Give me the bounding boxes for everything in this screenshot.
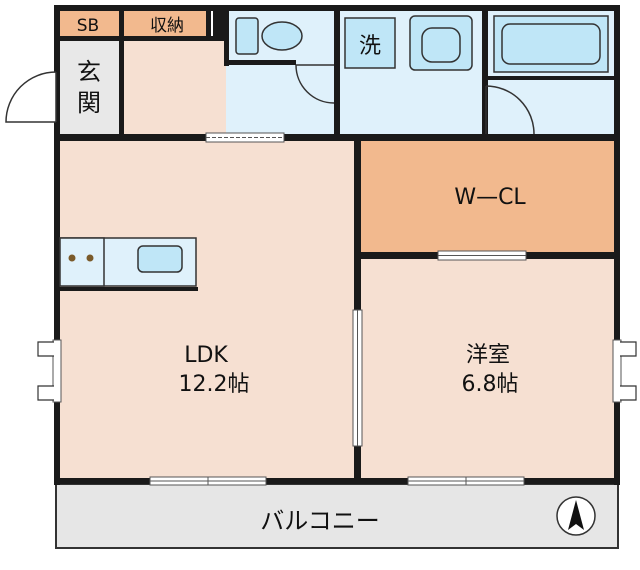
western-room-name-label: 洋室 — [466, 343, 510, 368]
walk-in-closet-label: W—CL — [454, 185, 526, 210]
western-room-size-label: 6.8帖 — [462, 372, 519, 397]
washer-space — [344, 17, 396, 69]
sb-floor — [58, 10, 120, 40]
ldk-size-label: 12.2帖 — [179, 372, 250, 397]
washbasin-icon — [409, 15, 473, 71]
storage-label: 収納 — [150, 16, 184, 36]
bathtub-icon — [493, 15, 609, 73]
entrance-floor — [58, 40, 120, 136]
washroom-label: 洗 — [359, 34, 381, 59]
north-arrow-icon — [556, 496, 596, 536]
sb-label: SB — [77, 16, 99, 36]
western-room-floor — [360, 258, 615, 480]
side-window-marks — [37, 341, 637, 401]
entrance-label-line2: 関 — [77, 89, 101, 117]
walk-in-closet-floor — [360, 138, 615, 254]
toilet-icon — [235, 17, 303, 55]
openings — [52, 132, 622, 486]
storage-floor — [124, 10, 210, 40]
balcony-label: バルコニー — [260, 507, 380, 535]
kitchen-sink-icon — [137, 245, 183, 273]
ldk-name-label: LDK — [184, 343, 228, 368]
ldk-floor — [58, 138, 358, 480]
balcony-floor — [55, 483, 619, 549]
entrance-label-line1: 玄 — [77, 58, 101, 86]
doors — [5, 64, 535, 135]
